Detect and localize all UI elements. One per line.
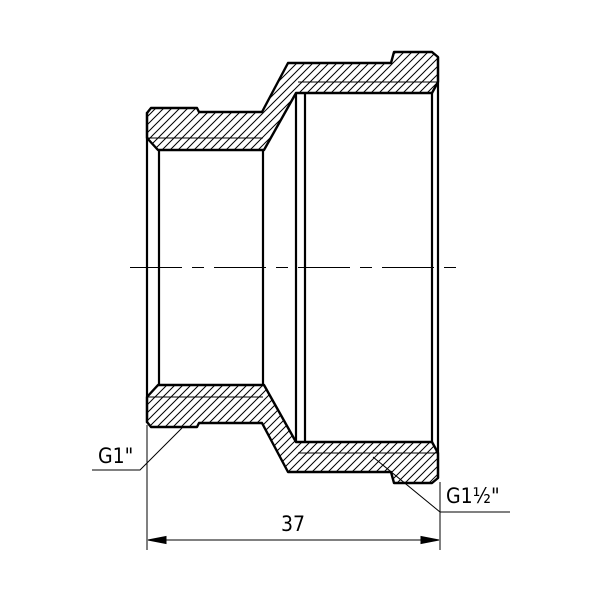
leader-large-thread <box>372 456 510 513</box>
length-dimension <box>146 425 441 550</box>
leader-small-thread <box>92 427 183 471</box>
thread-large-label: G1½" <box>446 484 500 508</box>
thread-leaders <box>92 427 510 513</box>
dimension-value: 37 <box>281 512 305 536</box>
bottom-wall-section <box>145 383 440 485</box>
thread-small-label: G1" <box>98 444 133 468</box>
arrow-right-icon <box>420 535 440 545</box>
top-wall-section <box>145 50 440 152</box>
arrow-left-icon <box>147 535 167 545</box>
